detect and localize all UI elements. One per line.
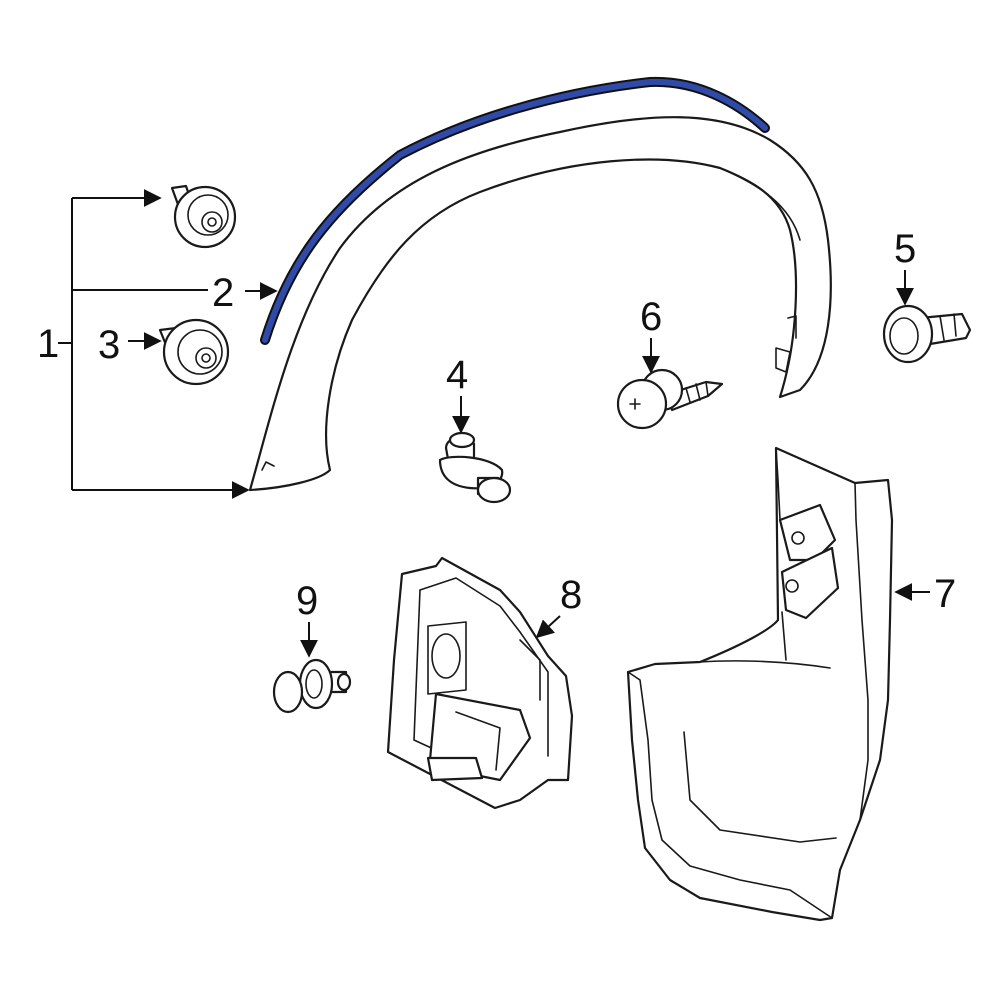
push-pin-4[interactable]: [438, 431, 512, 504]
callout-2: 2: [212, 271, 234, 315]
push-pin-9[interactable]: [272, 658, 352, 714]
bracket-8[interactable]: [386, 556, 574, 810]
callout-8-leader: [535, 615, 561, 639]
mud-flap-7[interactable]: [626, 446, 894, 922]
fender-flare[interactable]: [248, 116, 832, 492]
callout-6: 6: [640, 295, 662, 339]
part-2-molding-strip[interactable]: [260, 76, 770, 345]
callout-8: 8: [560, 573, 582, 617]
retainer-clip-3[interactable]: [158, 318, 230, 386]
callout-3: 3: [98, 323, 120, 367]
callout-7: 7: [934, 572, 956, 616]
retainer-clip-upper[interactable]: [170, 184, 237, 249]
retainer-clip-5[interactable]: [882, 304, 972, 364]
callout-9: 9: [296, 579, 318, 623]
screw-6[interactable]: [616, 368, 724, 430]
callout-5: 5: [894, 227, 916, 271]
callout-1-leader: [58, 189, 250, 499]
callout-1: 1: [37, 322, 59, 366]
callout-4: 4: [446, 353, 468, 397]
